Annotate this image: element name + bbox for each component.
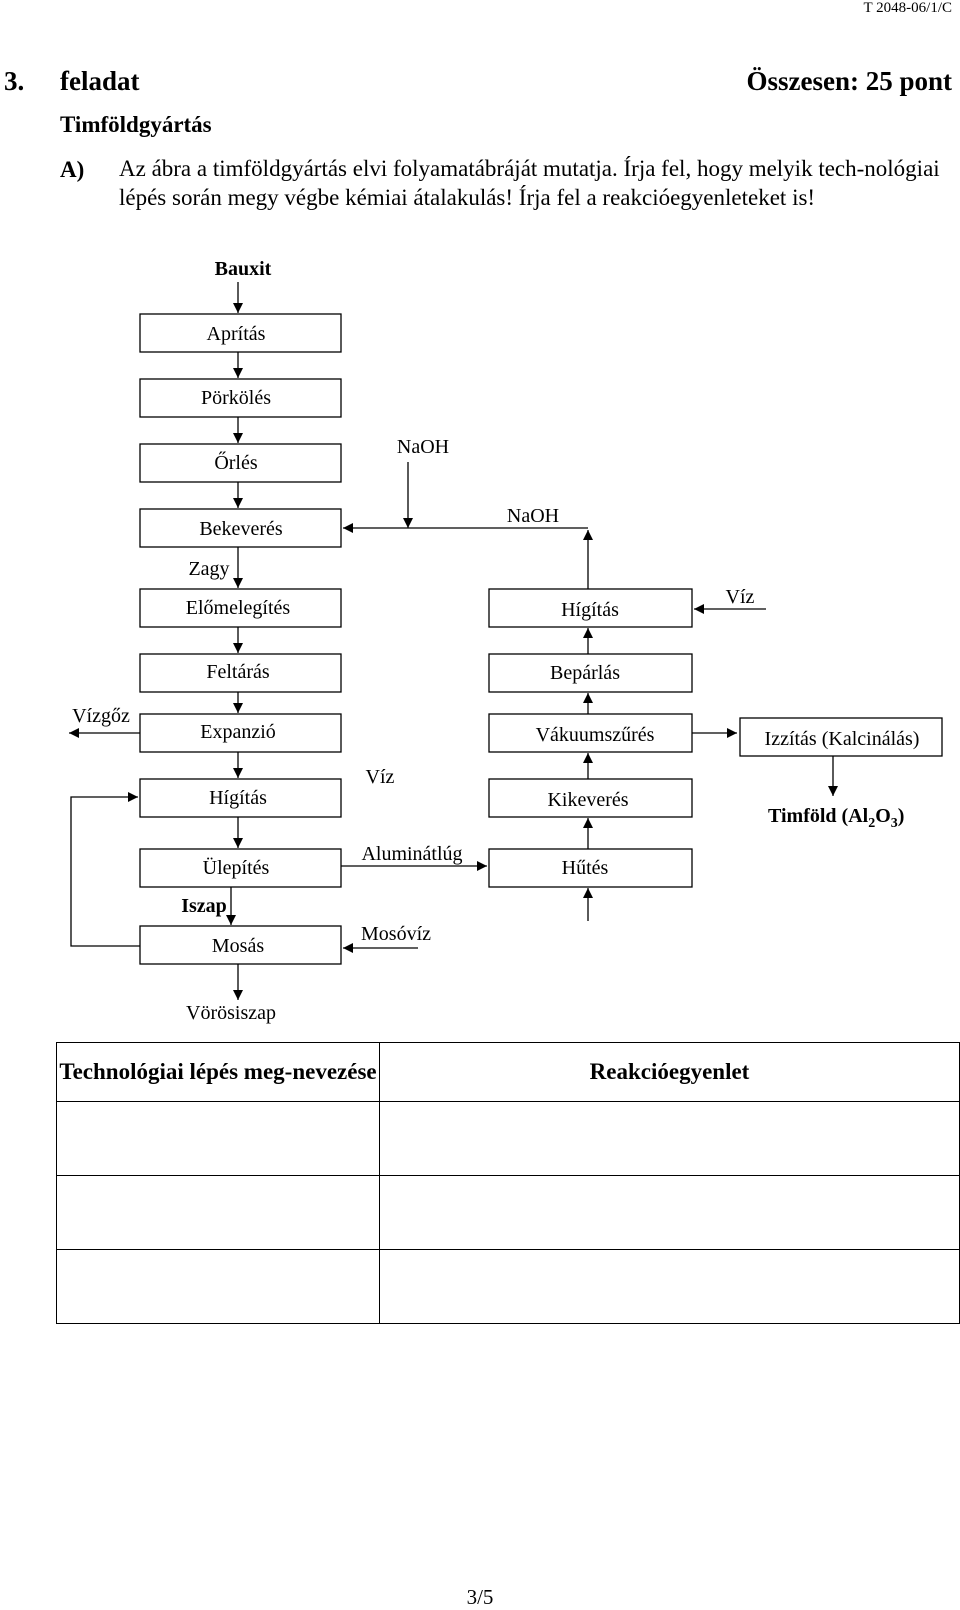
- step-ulepites: Ülepítés: [203, 856, 270, 879]
- table-row: [56, 1101, 960, 1176]
- step-box-orles: [139, 443, 342, 483]
- part-a-instruction: Az ábra a timföldgyártás elvi folyamatáb…: [119, 156, 940, 210]
- label-naoh-recycle: NaOH: [507, 505, 559, 527]
- step-box-porkoles: [139, 378, 342, 418]
- process-flow-diagram: Bauxit Aprítás Pörkölés Őrlés Bekeverés …: [69, 258, 943, 1024]
- label-viz-right: Víz: [726, 586, 755, 608]
- header-reaction-equation: Reakcióegyenlet: [379, 1042, 960, 1102]
- step-porkoles: Pörkölés: [201, 387, 271, 409]
- answer-table: Technológiai lépés meg-nevezése Reakcióe…: [56, 1042, 960, 1324]
- part-a-label: A): [60, 157, 85, 182]
- step-box-calcination: [739, 717, 943, 757]
- task-total-points: Összesen: 25 pont: [746, 66, 952, 96]
- step-box-ulepites: [139, 848, 342, 888]
- header-step-name: Technológiai lépés meg-nevezése: [56, 1042, 380, 1102]
- label-aluminatlug: Aluminátlúg: [361, 843, 462, 865]
- step-box-bekeveres: [139, 508, 342, 548]
- right-step-hutes: Hűtés: [562, 857, 609, 879]
- label-naoh-feed: NaOH: [397, 436, 449, 458]
- right-step-higitas: Hígítás: [561, 599, 619, 621]
- step-mosas: Mosás: [212, 935, 264, 957]
- right-step-beparlas: Bepárlás: [550, 662, 620, 684]
- answer-cell-step[interactable]: [56, 1175, 380, 1250]
- document-code: T 2048-06/1/C: [863, 0, 952, 16]
- answer-cell-equation[interactable]: [379, 1101, 960, 1176]
- right-step-vakuumszures: Vákuumszűrés: [536, 724, 655, 746]
- step-box-mosas: [139, 925, 342, 965]
- label-iszap: Iszap: [181, 895, 227, 917]
- step-orles: Őrlés: [214, 450, 258, 474]
- right-step-kikeveres: Kikeverés: [547, 789, 628, 811]
- answer-table-header: Technológiai lépés meg-nevezése Reakcióe…: [56, 1042, 960, 1102]
- step-box-elomelegites: [139, 588, 342, 628]
- label-vizgoz: Vízgőz: [72, 705, 130, 727]
- step-box-hutes: [488, 848, 693, 888]
- table-row: [56, 1175, 960, 1250]
- step-box-beparlas: [488, 653, 693, 693]
- page-number: 3/5: [466, 1585, 494, 1609]
- label-mosoviz: Mosóvíz: [361, 923, 431, 945]
- table-row: [56, 1249, 960, 1324]
- step-bekeveres: Bekeverés: [199, 518, 283, 540]
- task-subtitle: Timföldgyártás: [60, 112, 212, 137]
- input-bauxit: Bauxit: [215, 258, 272, 280]
- step-box-higitas: [139, 778, 342, 818]
- label-zagy: Zagy: [188, 558, 229, 580]
- arrow-wash-return: [70, 792, 140, 947]
- step-higitas: Hígítás: [209, 787, 267, 809]
- calcination-step: Izzítás (Kalcinálás): [765, 728, 920, 750]
- task-word: feladat: [60, 66, 140, 96]
- answer-cell-equation[interactable]: [379, 1249, 960, 1324]
- step-box-kikeveres: [488, 778, 693, 818]
- label-viz-main: Víz: [366, 766, 395, 788]
- step-elomelegites: Előmelegítés: [186, 597, 291, 619]
- product-timfold: Timföld (Al2O3): [768, 805, 904, 831]
- task-number: 3.: [4, 66, 25, 96]
- step-apritas: Aprítás: [207, 323, 266, 345]
- step-box-vakuumszures: [488, 713, 693, 753]
- answer-cell-step[interactable]: [56, 1101, 380, 1176]
- step-expanzio: Expanzió: [200, 721, 276, 743]
- step-feltaras: Feltárás: [206, 661, 270, 683]
- label-vorosiszap: Vörösiszap: [186, 1002, 276, 1024]
- step-box-feltaras: [139, 653, 342, 693]
- answer-cell-step[interactable]: [56, 1249, 380, 1324]
- step-box-higitas-right: [488, 588, 693, 628]
- answer-cell-equation[interactable]: [379, 1175, 960, 1250]
- step-box-apritas: [139, 313, 342, 353]
